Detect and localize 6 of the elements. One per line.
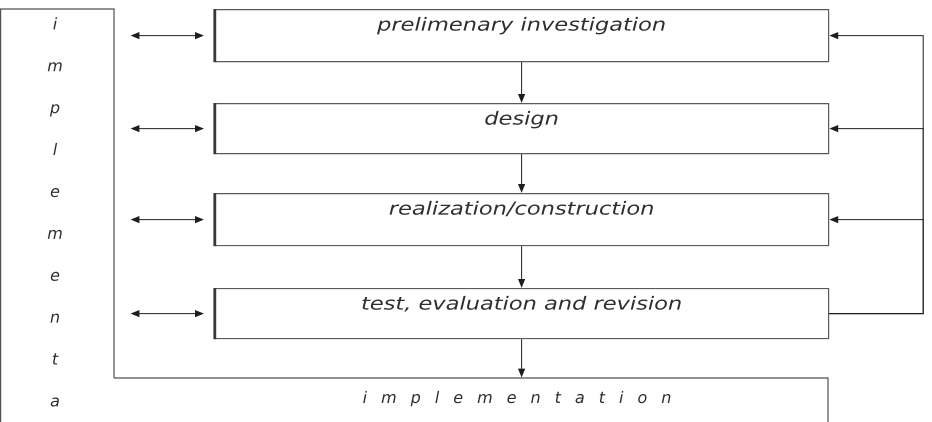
process-box: realization/construction xyxy=(213,193,830,246)
process-box: design xyxy=(213,103,830,154)
process-box: prelimenary investigation xyxy=(213,9,830,62)
process-box: test, evaluation and revision xyxy=(213,288,830,340)
side-panel: implementa xyxy=(0,8,115,422)
bottom-panel: i m p l e m e n t a t i o n xyxy=(114,377,829,422)
